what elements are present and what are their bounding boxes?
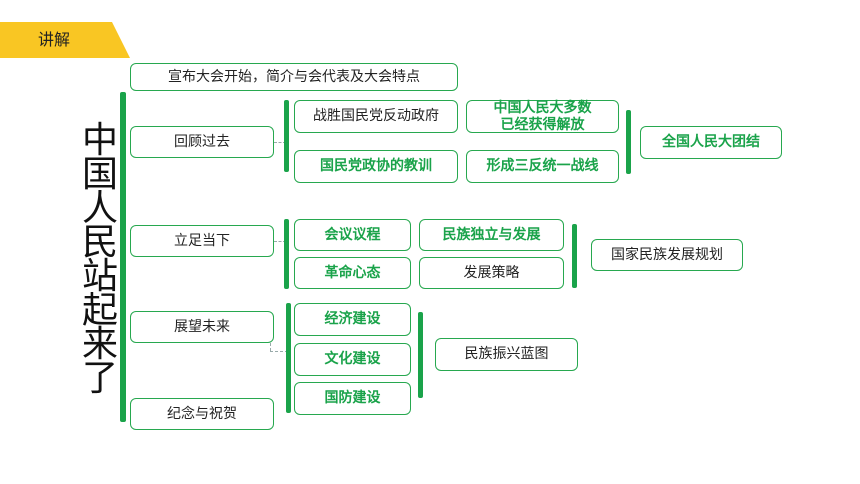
present-item-2: 革命心态 [294,257,411,289]
present-result-bracket [572,224,577,288]
past-label-box: 回顾过去 [130,126,274,158]
present-bracket [284,219,289,289]
past-item-2: 国民党政协的教训 [294,150,458,183]
commemorate-label-box: 纪念与祝贺 [130,398,274,430]
present-label-box: 立足当下 [130,225,274,257]
main-bracket [120,92,126,422]
past-result-bracket [626,110,631,174]
past-conclusion: 全国人民大团结 [640,126,782,159]
past-result-1: 中国人民大多数 已经获得解放 [466,100,619,133]
title-char: 人 [81,188,118,229]
future-result-bracket [418,312,423,398]
title-char: 国 [81,154,118,195]
present-result-2: 发展策略 [419,257,564,289]
vertical-title: 中国人民站起来了 [78,120,122,399]
present-conclusion: 国家民族发展规划 [591,239,743,271]
future-item-1: 经济建设 [294,303,411,336]
present-result-1: 民族独立与发展 [419,219,564,251]
connector [274,142,286,143]
present-item-1: 会议议程 [294,219,411,251]
connector [270,351,288,352]
future-label-box: 展望未来 [130,311,274,343]
connector [270,343,271,351]
future-conclusion: 民族振兴蓝图 [435,338,578,371]
past-bracket [284,100,289,172]
title-char: 来 [81,324,118,365]
title-char: 站 [81,256,118,297]
future-item-3: 国防建设 [294,382,411,415]
title-char: 起 [81,290,118,331]
connector [274,241,286,242]
past-result-2: 形成三反统一战线 [466,150,619,183]
section-tag: 讲解 [0,22,130,58]
top-note-box: 宣布大会开始，简介与会代表及大会特点 [130,63,458,91]
future-item-2: 文化建设 [294,343,411,376]
title-char: 了 [81,358,118,399]
past-item-1: 战胜国民党反动政府 [294,100,458,133]
future-bracket [286,303,291,413]
title-char: 民 [81,222,118,263]
title-char: 中 [81,120,118,161]
